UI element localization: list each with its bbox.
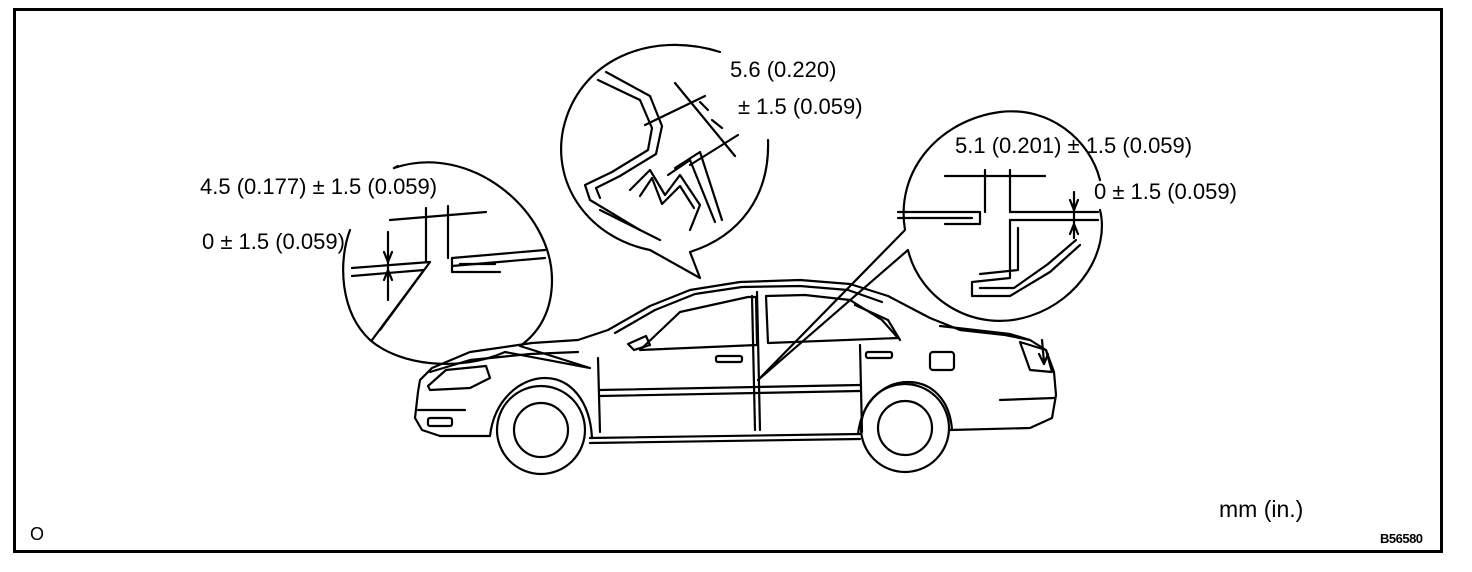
sedan-side-view-icon bbox=[413, 278, 1058, 476]
rear-door-detail-callout-icon bbox=[756, 110, 1103, 382]
corner-mark: O bbox=[30, 524, 45, 544]
front-gap-dimension: 4.5 (0.177) ± 1.5 (0.059) bbox=[200, 174, 438, 199]
rear-flush-dimension: 0 ± 1.5 (0.059) bbox=[1094, 179, 1237, 204]
top-gap-dimension-line2: ± 1.5 (0.059) bbox=[738, 94, 863, 119]
front-door-detail-callout-icon bbox=[342, 161, 592, 370]
units-label: mm (in.) bbox=[1219, 496, 1304, 522]
figure-code: B56580 bbox=[1380, 531, 1423, 546]
diagram-frame bbox=[13, 8, 1443, 553]
front-flush-dimension: 0 ± 1.5 (0.059) bbox=[202, 229, 345, 254]
top-gap-dimension-line1: 5.6 (0.220) bbox=[730, 57, 837, 82]
rear-gap-dimension: 5.1 (0.201) ± 1.5 (0.059) bbox=[955, 133, 1193, 158]
front-door-top-detail-callout-icon bbox=[560, 43, 770, 280]
